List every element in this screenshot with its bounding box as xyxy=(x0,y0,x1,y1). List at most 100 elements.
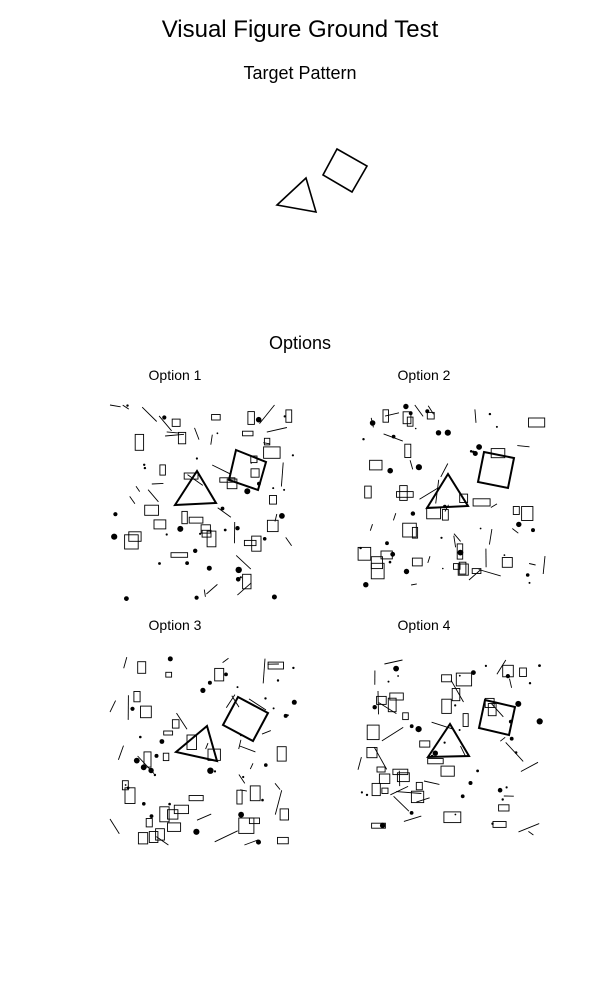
clutter-dot xyxy=(454,813,457,816)
target-square xyxy=(321,147,369,194)
clutter-line xyxy=(205,742,209,750)
clutter-line xyxy=(263,442,270,445)
embedded-triangle xyxy=(173,724,219,763)
clutter-line xyxy=(262,658,266,684)
clutter-dot xyxy=(410,511,416,516)
clutter-line xyxy=(509,678,513,688)
clutter-dot xyxy=(124,596,129,601)
option-4-figure[interactable] xyxy=(357,659,543,836)
embedded-square xyxy=(221,695,270,743)
clutter-rect xyxy=(382,409,389,423)
clutter-line xyxy=(285,537,292,546)
clutter-dot xyxy=(223,528,227,532)
page-title: Visual Figure Ground Test xyxy=(161,16,439,43)
clutter-dot xyxy=(153,773,157,777)
clutter-line xyxy=(280,462,284,487)
clutter-dot xyxy=(391,434,396,439)
clutter-dot xyxy=(283,713,288,718)
clutter-dot xyxy=(264,697,267,700)
clutter-line xyxy=(135,486,141,492)
embedded-triangle xyxy=(425,472,470,510)
clutter-dot xyxy=(468,781,473,785)
clutter-line xyxy=(528,831,534,836)
clutter-rect xyxy=(411,526,419,539)
clutter-line xyxy=(117,745,124,760)
clutter-rect xyxy=(263,437,271,446)
clutter-line xyxy=(158,415,172,432)
clutter-line xyxy=(122,404,130,410)
clutter-line xyxy=(520,761,539,772)
clutter-dot xyxy=(143,466,147,470)
clutter-line xyxy=(411,583,417,586)
clutter-rect xyxy=(242,573,252,590)
clutter-line xyxy=(377,690,379,715)
clutter-rect xyxy=(121,780,129,791)
clutter-rect xyxy=(188,795,204,802)
clutter-dot xyxy=(390,551,396,557)
option-3-figure[interactable] xyxy=(109,656,297,846)
clutter-dot xyxy=(509,736,514,741)
clutter-dot xyxy=(403,403,409,410)
clutter-dot xyxy=(471,670,476,675)
clutter-rect xyxy=(159,806,170,823)
clutter-dot xyxy=(206,565,212,571)
clutter-rect xyxy=(250,468,260,478)
clutter-dot xyxy=(409,724,414,729)
clutter-rect xyxy=(472,498,491,507)
clutter-line xyxy=(194,427,200,440)
clutter-dot xyxy=(142,802,146,806)
clutter-rect xyxy=(441,674,452,683)
clutter-rect xyxy=(357,546,372,561)
clutter-dot xyxy=(536,718,543,725)
clutter-line xyxy=(225,694,236,709)
clutter-dot xyxy=(528,682,532,685)
clutter-line xyxy=(222,657,229,663)
option-1-figure[interactable] xyxy=(109,404,294,601)
clutter-dot xyxy=(515,700,522,707)
clutter-line xyxy=(187,474,204,486)
clutter-rect xyxy=(426,506,441,520)
clutter-rect xyxy=(389,692,404,701)
clutter-rect xyxy=(247,411,255,425)
clutter-dot xyxy=(148,767,154,774)
clutter-line xyxy=(384,659,403,665)
clutter-dot xyxy=(255,416,262,423)
clutter-line xyxy=(403,815,422,822)
clutter-rect xyxy=(378,773,391,784)
clutter-rect xyxy=(404,443,412,458)
clutter-dot xyxy=(472,451,478,456)
clutter-rect xyxy=(167,809,179,820)
clutter-rect xyxy=(181,510,188,525)
clutter-line xyxy=(141,406,158,422)
clutter-line xyxy=(419,487,439,500)
clutter-rect xyxy=(159,464,166,476)
clutter-rect xyxy=(366,724,380,741)
clutter-rect xyxy=(236,789,243,805)
clutter-rect xyxy=(455,672,473,687)
clutter-rect xyxy=(519,667,527,677)
clutter-rect xyxy=(410,790,425,804)
clutter-line xyxy=(390,785,409,796)
clutter-dot xyxy=(476,769,479,773)
clutter-dot xyxy=(291,454,294,457)
clutter-dot xyxy=(387,467,394,474)
clutter-line xyxy=(478,569,501,577)
clutter-line xyxy=(206,584,218,595)
clutter-line xyxy=(151,482,164,485)
clutter-dot xyxy=(133,757,140,764)
clutter-dot xyxy=(415,726,422,733)
clutter-dot xyxy=(497,787,503,793)
clutter-rect xyxy=(248,817,260,825)
clutter-rect xyxy=(387,697,397,713)
embedded-square xyxy=(476,450,516,490)
clutter-dot xyxy=(216,432,219,435)
clutter-line xyxy=(381,727,404,742)
clutter-rect xyxy=(501,557,513,568)
clutter-line xyxy=(373,746,388,770)
option-2-figure[interactable] xyxy=(357,403,546,588)
clutter-dot xyxy=(372,705,377,710)
clutter-line xyxy=(496,659,507,675)
clutter-rect xyxy=(145,818,153,828)
clutter-line xyxy=(166,431,180,434)
clutter-dot xyxy=(207,767,214,774)
